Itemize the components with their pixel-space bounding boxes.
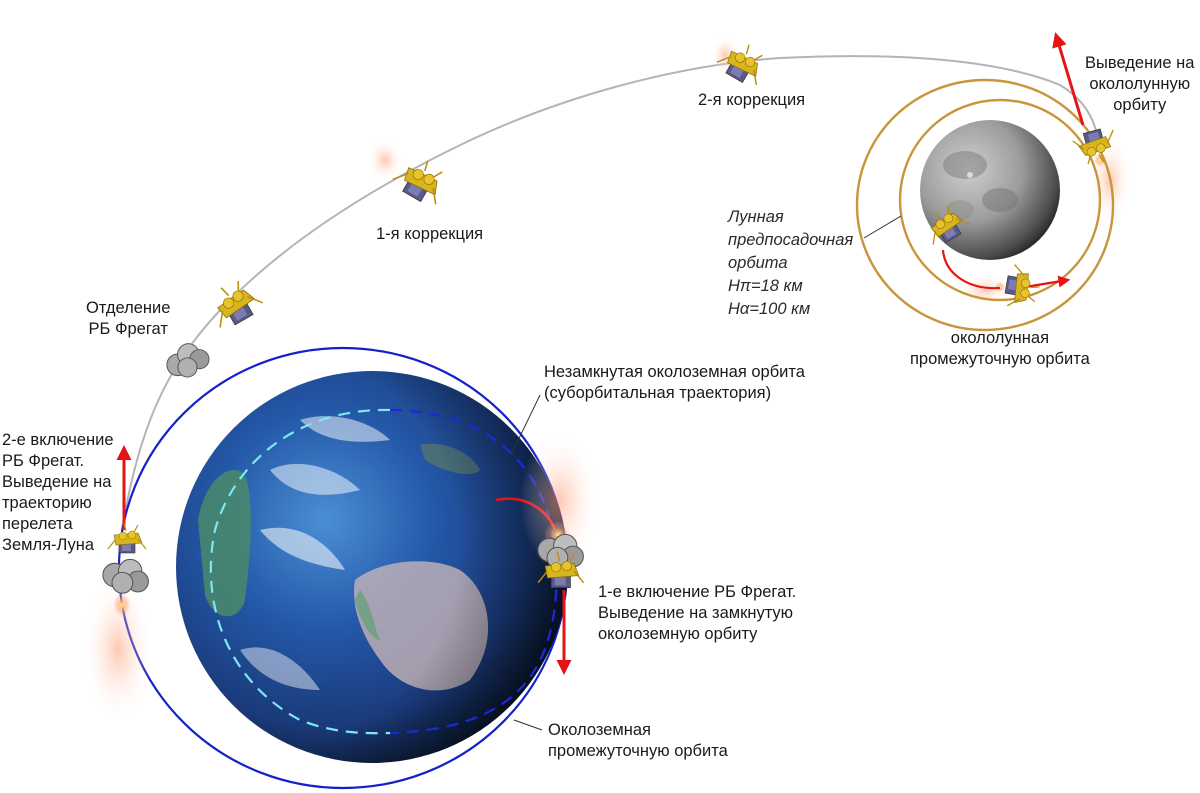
- label-first-correction: 1-я коррекция: [376, 225, 484, 243]
- thrust-arrow-deorbit: [1024, 275, 1071, 289]
- deorbit-arc: [941, 249, 1001, 290]
- spacecraft-second-burn: [107, 522, 147, 554]
- lunar-intermediate-orbit: [855, 78, 1115, 332]
- transfer-trajectory: [121, 55, 1099, 531]
- spacecraft-separated: [202, 272, 267, 333]
- lunar-pre-landing-orbit: [898, 98, 1102, 302]
- moon-globe: [920, 120, 1060, 260]
- suborbital-trajectory-inner: [209, 408, 391, 735]
- earth-globe: [176, 371, 568, 763]
- label-separation: Отделение РБ Фрегат: [86, 299, 171, 338]
- label-earth-intermediate-orbit: Околоземная промежуточную орбита: [548, 721, 728, 760]
- thrust-arrow-loi: [1052, 32, 1085, 126]
- label-second-burn: 2-е включение РБ Фрегат. Выведение на тр…: [2, 431, 114, 554]
- label-lunar-orbit-insertion: Выведение на окололунную орбиту: [1085, 54, 1195, 114]
- plume-second-burn: [82, 575, 154, 725]
- plume-first-burn: [520, 430, 600, 570]
- label-first-burn: 1-е включение РБ Фрегат. Выведение на за…: [598, 583, 797, 643]
- label-suborbital: Незамкнутая околоземная орбита (суборбит…: [544, 363, 805, 402]
- label-lunar-intermediate-orbit: окололунная промежуточную орбита: [910, 329, 1090, 368]
- leader-earth-orbit: [513, 719, 543, 731]
- leader-pre-landing: [863, 215, 902, 239]
- label-second-correction: 2-я коррекция: [698, 91, 806, 109]
- leader-suborbital: [510, 394, 541, 456]
- plume-correction-1: [367, 138, 403, 182]
- label-pre-landing-orbit: Лунная предпосадочная орбита Hπ=18 км Hα…: [728, 208, 854, 318]
- spacecraft-deorbit: [1002, 263, 1044, 312]
